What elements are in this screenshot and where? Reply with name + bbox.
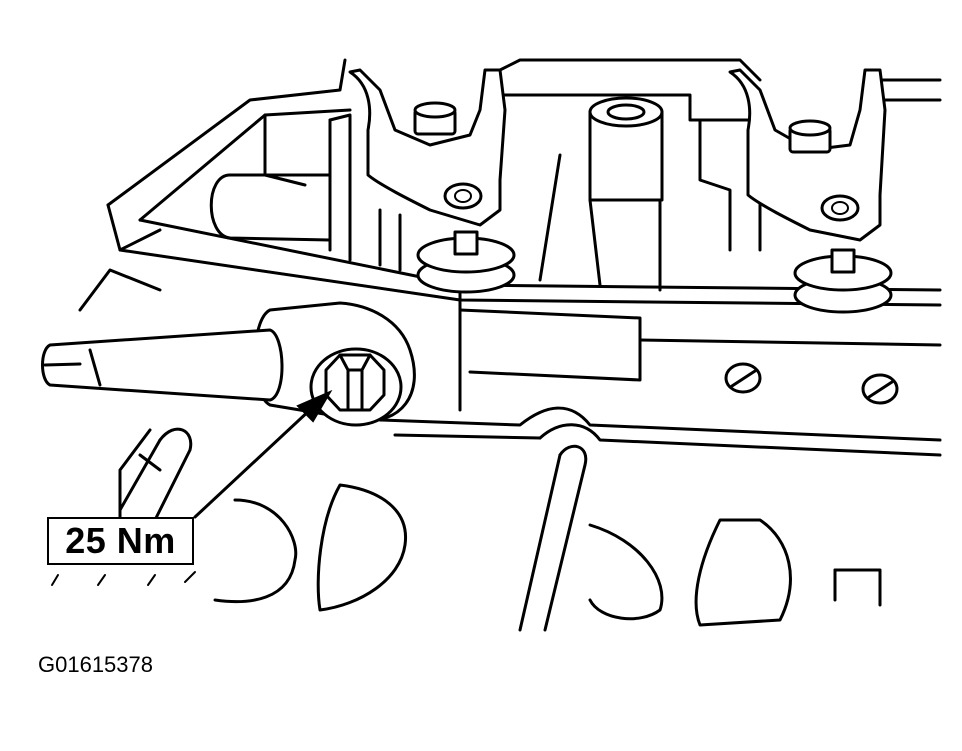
screw-slots <box>724 362 899 405</box>
bolt <box>324 353 386 412</box>
left-valve-spring <box>416 230 516 294</box>
right-valve-spring <box>793 248 893 314</box>
torque-spec-label: 25 Nm <box>47 517 194 565</box>
casting-body <box>78 268 942 562</box>
lower-passages <box>118 427 882 632</box>
housing-interior <box>209 113 762 292</box>
callout-ghost-marks <box>51 571 196 586</box>
right-rocker-arm <box>728 68 887 242</box>
callout-arrow <box>193 389 333 519</box>
center-post <box>588 96 664 202</box>
left-rocker-arm <box>348 68 507 227</box>
figure-id: G01615378 <box>38 652 153 677</box>
